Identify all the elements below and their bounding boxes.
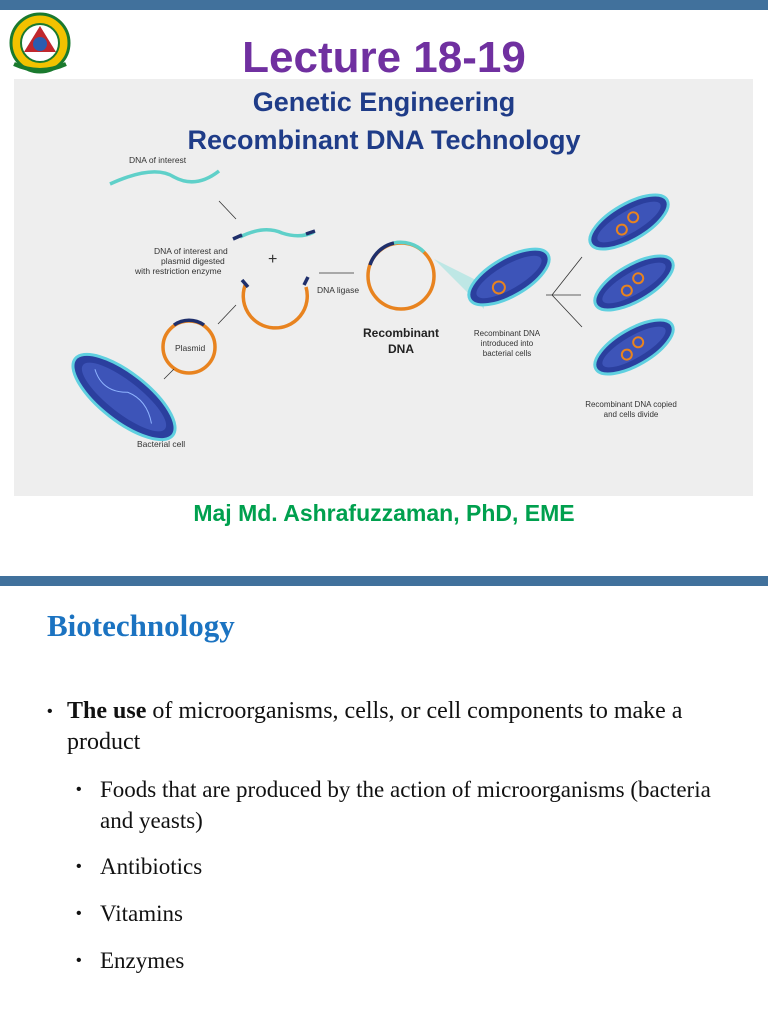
main-bullet-text: of microorganisms, cells, or cell compon… bbox=[67, 698, 683, 755]
label-copied-2: and cells divide bbox=[604, 410, 659, 419]
bullet-glyph: • bbox=[47, 703, 53, 720]
institution-logo bbox=[4, 12, 76, 74]
label-introduced-1: Recombinant DNA bbox=[474, 329, 541, 338]
main-bullet: • The use of microorganisms, cells, or c… bbox=[47, 696, 747, 758]
recombinant-dna-figure: DNA of interest DNA of interest and plas… bbox=[14, 79, 753, 496]
sub-bullet-text: Enzymes bbox=[100, 948, 185, 973]
label-plasmid: Plasmid bbox=[175, 343, 206, 353]
subtitle-recombinant-dna: Recombinant DNA Technology bbox=[187, 125, 581, 155]
plus-sign: + bbox=[268, 251, 277, 268]
label-digested-2: plasmid digested bbox=[161, 256, 225, 266]
sub-bullet-foods: • Foods that are produced by the action … bbox=[76, 774, 736, 836]
label-recombinant-1: Recombinant bbox=[363, 326, 439, 340]
sub-bullet-vitamins: • Vitamins bbox=[76, 898, 736, 929]
label-bacterial-cell: Bacterial cell bbox=[137, 439, 185, 449]
slide-divider-bar bbox=[0, 576, 768, 586]
sub-bullet-text: Vitamins bbox=[100, 901, 183, 926]
sub-bullet-antibiotics: • Antibiotics bbox=[76, 851, 736, 882]
label-recombinant-2: DNA bbox=[388, 342, 414, 356]
label-digested-3: with restriction enzyme bbox=[134, 266, 222, 276]
author-name: Maj Md. Ashrafuzzaman, PhD, EME bbox=[193, 500, 575, 526]
label-introduced-2: introduced into bbox=[481, 339, 534, 348]
label-introduced-3: bacterial cells bbox=[483, 349, 531, 358]
main-bullet-bold: The use bbox=[67, 698, 147, 724]
sub-bullet-text: Foods that are produced by the action of… bbox=[100, 777, 711, 833]
label-dna-of-interest: DNA of interest bbox=[129, 155, 187, 165]
sub-bullet-enzymes: • Enzymes bbox=[76, 945, 736, 976]
bullet-glyph: • bbox=[76, 781, 82, 798]
bullet-glyph: • bbox=[76, 858, 82, 875]
lecture-title: Lecture 18-19 bbox=[242, 33, 526, 82]
top-accent-bar bbox=[0, 0, 768, 10]
bullet-glyph: • bbox=[76, 952, 82, 969]
slide-title-biotechnology: Biotechnology bbox=[47, 608, 235, 643]
subtitle-genetic-engineering: Genetic Engineering bbox=[252, 87, 516, 117]
bullet-glyph: • bbox=[76, 905, 82, 922]
label-dna-ligase: DNA ligase bbox=[317, 285, 359, 295]
label-digested-1: DNA of interest and bbox=[154, 246, 228, 256]
sub-bullet-text: Antibiotics bbox=[100, 854, 203, 879]
label-copied-1: Recombinant DNA copied bbox=[585, 400, 677, 409]
